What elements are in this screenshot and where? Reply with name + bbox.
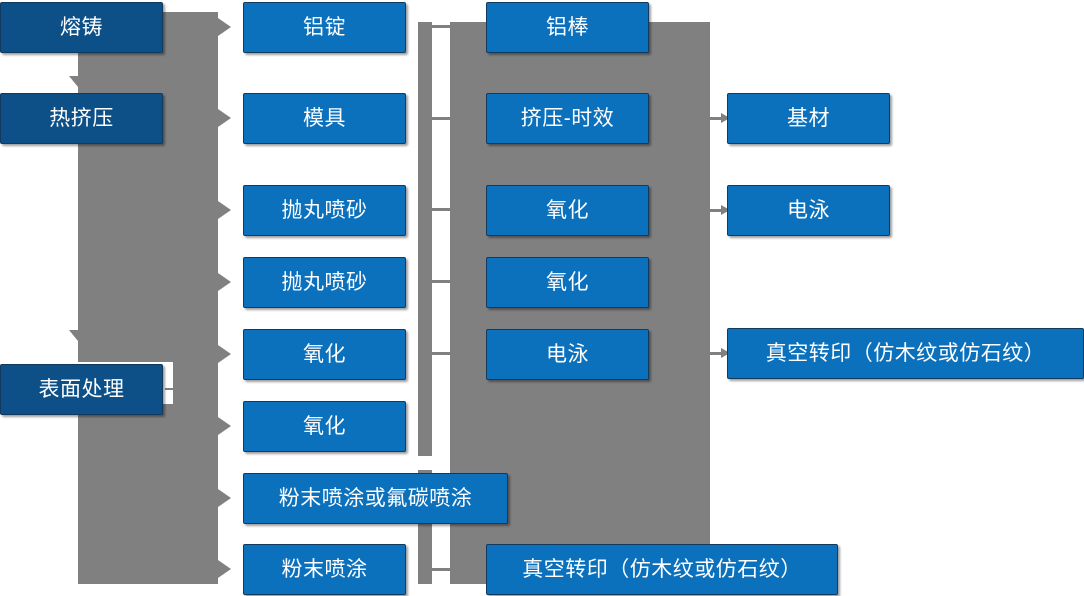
bracket-stub-5 [432, 352, 452, 355]
step-mold[interactable]: 模具 [243, 93, 406, 144]
step-arrow-8 [218, 560, 231, 578]
result-arrow-3-shaft [704, 352, 721, 355]
step-aluminum-ingot[interactable]: 铝锭 [243, 2, 406, 53]
step-shot-blasting-1[interactable]: 抛丸喷砂 [243, 185, 406, 236]
result-substrate[interactable]: 基材 [727, 93, 890, 144]
step-shot-blasting-2[interactable]: 抛丸喷砂 [243, 257, 406, 308]
result-arrow-1-head [721, 113, 730, 123]
stage-chain-arrow-2 [69, 330, 87, 341]
stage-surface-treatment[interactable]: 表面处理 [0, 364, 163, 415]
bracket-stub-4 [432, 280, 452, 283]
step-oxidation-1[interactable]: 氧化 [243, 329, 406, 380]
bracket-stub-2 [432, 117, 452, 120]
op-electrophoresis[interactable]: 电泳 [486, 329, 649, 380]
step-powder-coating[interactable]: 粉末喷涂 [243, 544, 406, 595]
result-electrophoresis[interactable]: 电泳 [727, 185, 890, 236]
step-arrow-2 [218, 109, 231, 127]
result-arrow-2 [704, 205, 730, 215]
step-arrow-1 [218, 18, 231, 36]
op-aluminum-bar[interactable]: 铝棒 [486, 2, 649, 53]
step-arrow-5 [218, 345, 231, 363]
op-vacuum-transfer[interactable]: 真空转印（仿木纹或仿石纹） [486, 544, 838, 595]
op-oxidation-1[interactable]: 氧化 [486, 185, 649, 236]
step-arrow-4 [218, 273, 231, 291]
step-bracket-bar-upper [418, 22, 432, 456]
result-vacuum-transfer[interactable]: 真空转印（仿木纹或仿石纹） [727, 328, 1084, 379]
step-arrow-3 [218, 201, 231, 219]
bracket-stub-3 [432, 208, 452, 211]
step-powder-or-fluorocarbon[interactable]: 粉末喷涂或氟碳喷涂 [243, 473, 508, 524]
step-oxidation-2[interactable]: 氧化 [243, 401, 406, 452]
result-arrow-2-head [721, 205, 730, 215]
op-oxidation-2[interactable]: 氧化 [486, 257, 649, 308]
result-arrow-2-shaft [704, 209, 721, 212]
step-arrow-7 [218, 489, 231, 507]
bracket-stub-1 [432, 25, 452, 28]
stage-hot-extrusion[interactable]: 热挤压 [0, 93, 163, 144]
step-arrow-6 [218, 417, 231, 435]
bracket-stub-6 [432, 568, 452, 571]
result-arrow-3 [704, 348, 730, 358]
op-extrusion-aging[interactable]: 挤压-时效 [486, 93, 649, 144]
result-arrow-1-shaft [704, 117, 721, 120]
stage-chain-arrow-1 [69, 76, 87, 87]
result-arrow-3-head [721, 348, 730, 358]
stage-melting-casting[interactable]: 熔铸 [0, 2, 163, 53]
result-arrow-1 [704, 113, 730, 123]
surface-treatment-stub [165, 388, 181, 390]
